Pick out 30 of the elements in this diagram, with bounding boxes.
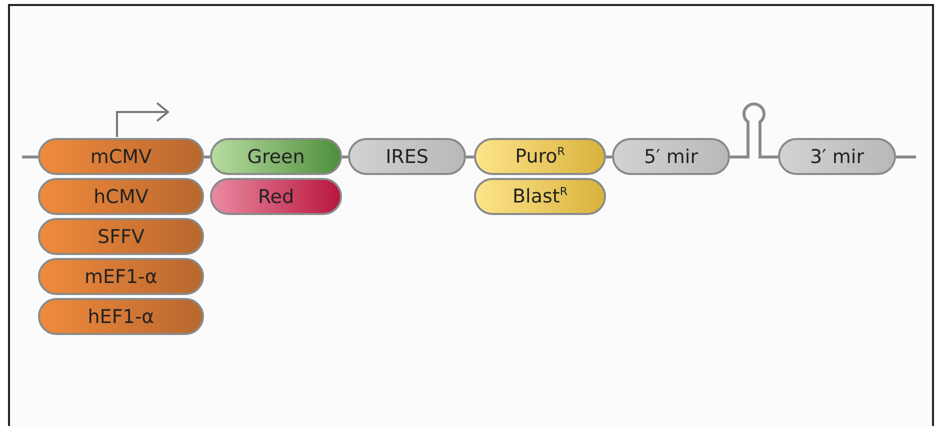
backbone-line: [22, 156, 38, 158]
promoter-element: [38, 218, 204, 255]
sequence-element: [612, 138, 730, 175]
element-label: Puro$^{R}$: [515, 145, 565, 168]
gene-element: [210, 178, 342, 215]
element-label: IRES: [386, 146, 428, 168]
promoter-element: [38, 258, 204, 295]
element-label: hEF1-α: [88, 306, 154, 328]
backbone-line: [204, 156, 210, 158]
promoter-element: [38, 138, 204, 175]
element-label: Blast$^{R}$: [512, 185, 568, 208]
element-label: Green: [247, 146, 305, 168]
resistance-gene-element: [474, 138, 606, 175]
element-label: 5′ mir: [644, 146, 698, 168]
promoter-element: [38, 178, 204, 215]
element-label: SFFV: [98, 226, 144, 248]
element-label: mEF1-α: [84, 266, 158, 288]
gene-element: [210, 138, 342, 175]
element-label: hCMV: [94, 186, 148, 208]
backbone-line: [342, 156, 348, 158]
element-label: Red: [258, 186, 294, 208]
sequence-element: [348, 138, 466, 175]
promoter-element: [38, 298, 204, 335]
backbone-line: [606, 156, 612, 158]
resistance-gene-element: [474, 178, 606, 215]
element-label: mCMV: [90, 146, 152, 168]
backbone-line: [896, 156, 916, 158]
sequence-element: [778, 138, 896, 175]
backbone-line: [466, 156, 474, 158]
element-label: 3′ mir: [810, 146, 864, 168]
